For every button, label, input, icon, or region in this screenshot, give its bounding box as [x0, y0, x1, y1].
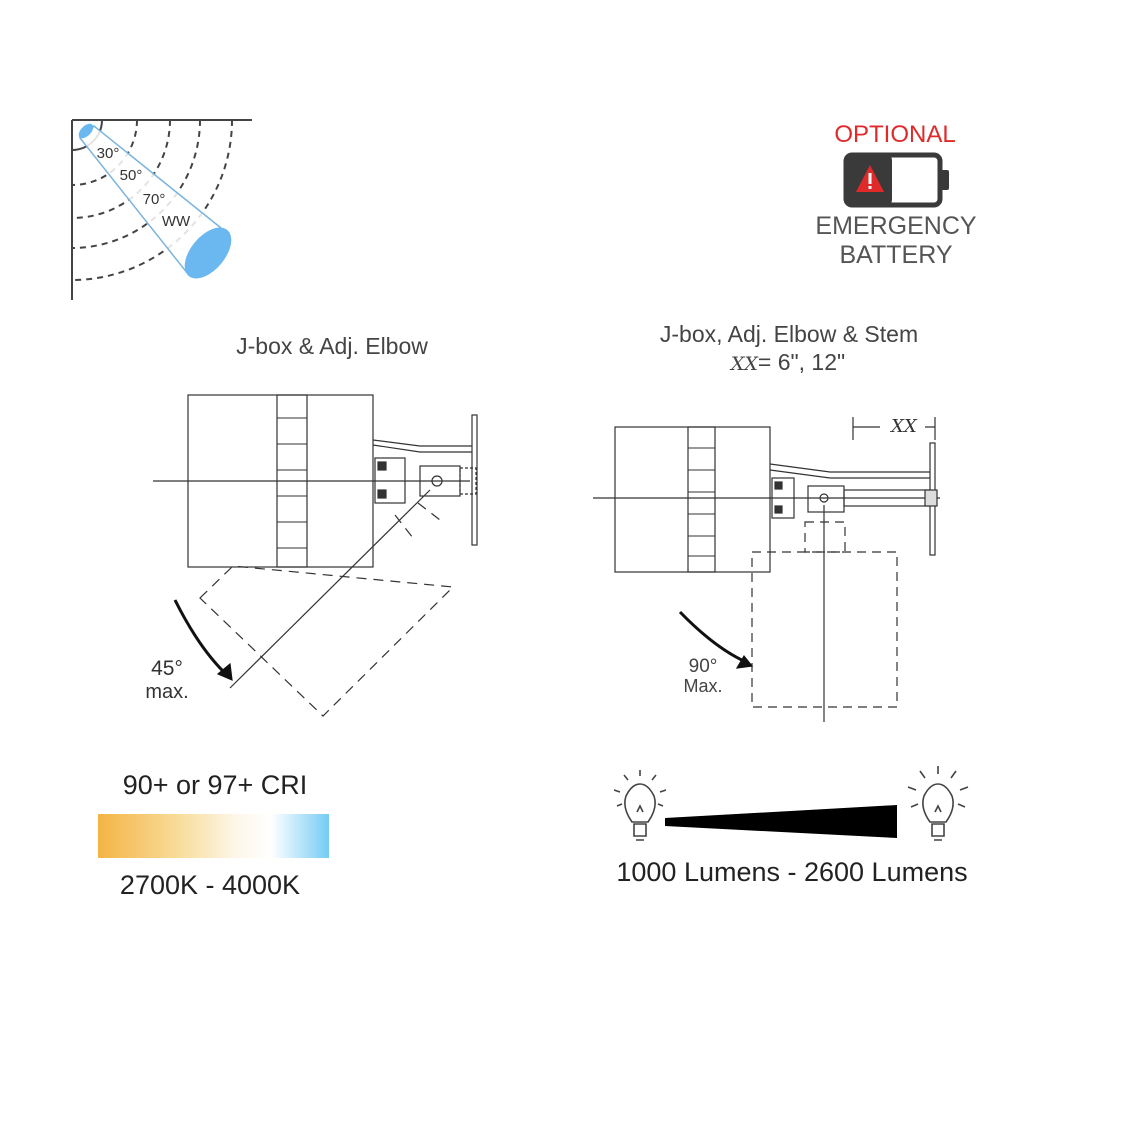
cri-label: 90+ or 97+ CRI [122, 770, 308, 800]
dim-values: = 6", 12" [757, 349, 846, 375]
left-angle-note: max. [145, 681, 189, 703]
stem-length-note: XX= 6", 12" [731, 349, 845, 376]
dim-label: XX [891, 416, 917, 437]
jbox-elbow-drawing [153, 394, 478, 717]
left-angle-value: 45° [151, 657, 183, 680]
battery-icon [843, 152, 949, 208]
optional-label: OPTIONAL [834, 121, 956, 148]
battery-label: BATTERY [839, 241, 953, 269]
cct-range: 2700K - 4000K [119, 870, 301, 900]
jbox-elbow-stem-drawing [593, 417, 940, 722]
right-mount-title: J-box, Adj. Elbow & Stem [659, 321, 919, 347]
emergency-label: EMERGENCY [815, 212, 977, 240]
beam-angle-label: WW [161, 213, 191, 230]
lumens-range: 1000 Lumens - 2600 Lumens [616, 857, 968, 887]
beam-angle-label: 50° [119, 167, 143, 184]
bulb-bright-icon [907, 766, 969, 841]
dim-symbol: XX [730, 353, 758, 375]
right-angle-note: Max. [683, 676, 723, 696]
right-angle-value: 90° [688, 656, 718, 677]
lumens-graphic [613, 766, 969, 841]
beam-angle-label: 70° [142, 191, 166, 208]
lumens-wedge [665, 805, 897, 838]
left-mount-title: J-box & Adj. Elbow [236, 333, 428, 359]
beam-angle-label: 30° [96, 145, 120, 162]
beam-angle-diagram [71, 119, 252, 300]
bulb-dim-icon [613, 770, 667, 841]
color-temperature-gradient [98, 814, 329, 858]
